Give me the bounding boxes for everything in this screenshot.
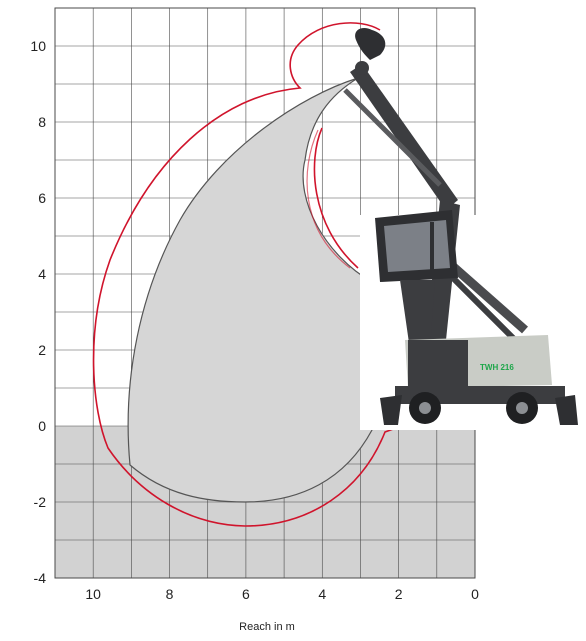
machine-label: TWH 216	[480, 363, 514, 372]
cab-pillar	[430, 222, 434, 272]
upper-body-band	[408, 340, 468, 386]
x-tick-labels: 10 8 6 4 2 0	[85, 586, 479, 602]
cab-riser	[400, 280, 435, 350]
maximum-reach-envelope	[92, 22, 397, 527]
y-tick-label: 8	[38, 114, 46, 130]
x-tick-label: 8	[166, 586, 174, 602]
boom-cylinder	[343, 88, 442, 187]
front-wheel-hub	[419, 402, 431, 414]
cab-window	[384, 220, 450, 272]
x-axis-label: Reach in m	[239, 621, 295, 633]
x-tick-label: 2	[395, 586, 403, 602]
y-tick-label: 6	[38, 190, 46, 206]
x-tick-label: 10	[85, 586, 101, 602]
y-tick-label: -2	[34, 494, 47, 510]
y-tick-label: 4	[38, 266, 46, 282]
y-tick-labels: 10 8 6 4 2 0 -2 -4	[30, 38, 46, 586]
left-outrigger	[380, 395, 402, 425]
x-tick-label: 6	[242, 586, 250, 602]
rear-wheel-hub	[516, 402, 528, 414]
maximum-reach-inner-curve	[313, 127, 359, 269]
main-boom	[350, 64, 458, 210]
y-tick-label: 2	[38, 342, 46, 358]
y-tick-label: -4	[34, 570, 47, 586]
x-tick-label: 0	[471, 586, 479, 602]
standard-reach-envelope	[127, 77, 373, 503]
right-outrigger	[555, 395, 578, 425]
material-handler-machine: TWH 216	[343, 28, 586, 430]
x-tick-label: 4	[318, 586, 326, 602]
grapple	[355, 28, 386, 60]
y-tick-label: 10	[30, 38, 46, 54]
y-tick-label: 0	[38, 418, 46, 434]
maximum-reach-inner-curve-2	[306, 129, 351, 269]
lift-cylinder-2	[442, 267, 523, 348]
grapple-rotator	[355, 61, 369, 75]
